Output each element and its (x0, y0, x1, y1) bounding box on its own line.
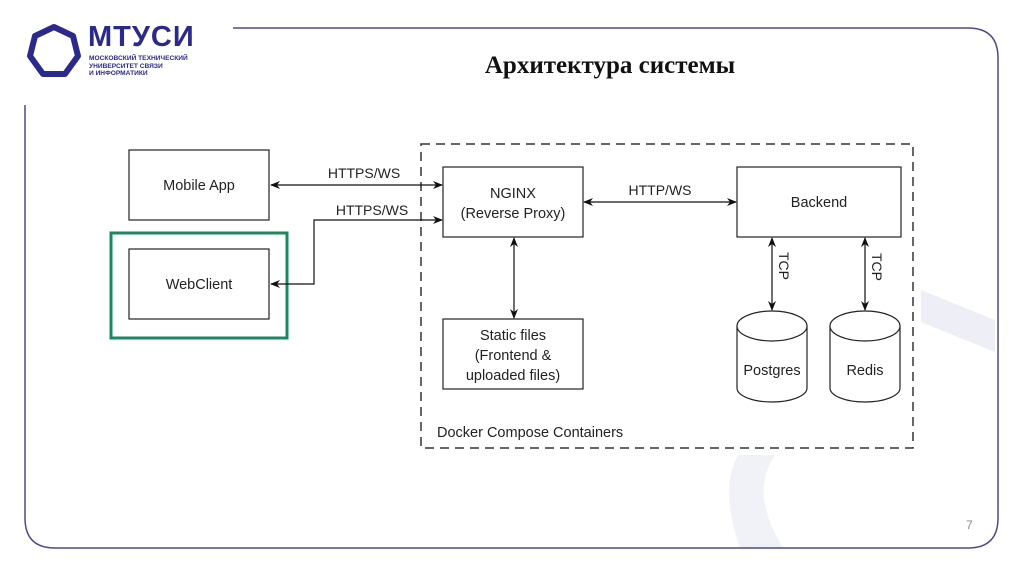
logo-subtitle-line: УНИВЕРСИТЕТ СВЯЗИ (89, 62, 163, 70)
edge-label: HTTP/WS (629, 182, 692, 198)
node-label: (Reverse Proxy) (461, 206, 566, 222)
heptagon-logo-icon (27, 24, 81, 77)
docker-compose-container (420, 143, 914, 449)
node-label: Redis (846, 363, 883, 379)
node-static-files: Static files (Frontend & uploaded files) (442, 318, 584, 390)
edge-label: HTTPS/WS (328, 165, 400, 181)
edge-label: HTTPS/WS (336, 202, 408, 218)
node-label: Postgres (743, 363, 800, 379)
edge-label: TCP (869, 253, 885, 281)
container-label: Docker Compose Containers (437, 425, 623, 441)
node-postgres: Postgres (736, 310, 808, 403)
edge-mobile-nginx: HTTPS/WS (270, 165, 443, 189)
watermark-shape (921, 290, 995, 352)
logo-subtitle-line: МОСКОВСКИЙ ТЕХНИЧЕСКИЙ (89, 55, 188, 62)
node-label: NGINX (490, 186, 536, 202)
edge-backend-postgres: TCP (768, 237, 792, 311)
node-label: uploaded files) (466, 368, 560, 384)
node-redis: Redis (829, 310, 901, 403)
node-label: (Frontend & (475, 348, 552, 364)
edge-nginx-backend: HTTP/WS (583, 182, 737, 206)
edge-backend-redis: TCP (861, 237, 885, 311)
node-nginx: NGINX (Reverse Proxy) (442, 166, 584, 238)
logo-subtitle-line: И ИНФОРМАТИКИ (89, 70, 148, 78)
node-label: Static files (480, 328, 546, 344)
node-label: Mobile App (163, 178, 235, 194)
node-label: WebClient (166, 277, 233, 293)
node-mobile-app: Mobile App (128, 149, 270, 221)
watermark-shape (729, 455, 783, 548)
slide-title: Архитектура системы (484, 52, 736, 79)
page-number: 7 (966, 518, 973, 532)
node-webclient: WebClient (128, 248, 270, 320)
edge-web-nginx: HTTPS/WS (270, 202, 443, 288)
node-backend: Backend (736, 166, 902, 238)
frame-border (24, 27, 999, 549)
logo-name: МТУСИ (88, 21, 195, 53)
logo-subtitle: МОСКОВСКИЙ ТЕХНИЧЕСКИЙ УНИВЕРСИТЕТ СВЯЗИ… (89, 55, 219, 78)
node-label: Backend (791, 195, 847, 211)
edge-label: TCP (776, 252, 792, 280)
